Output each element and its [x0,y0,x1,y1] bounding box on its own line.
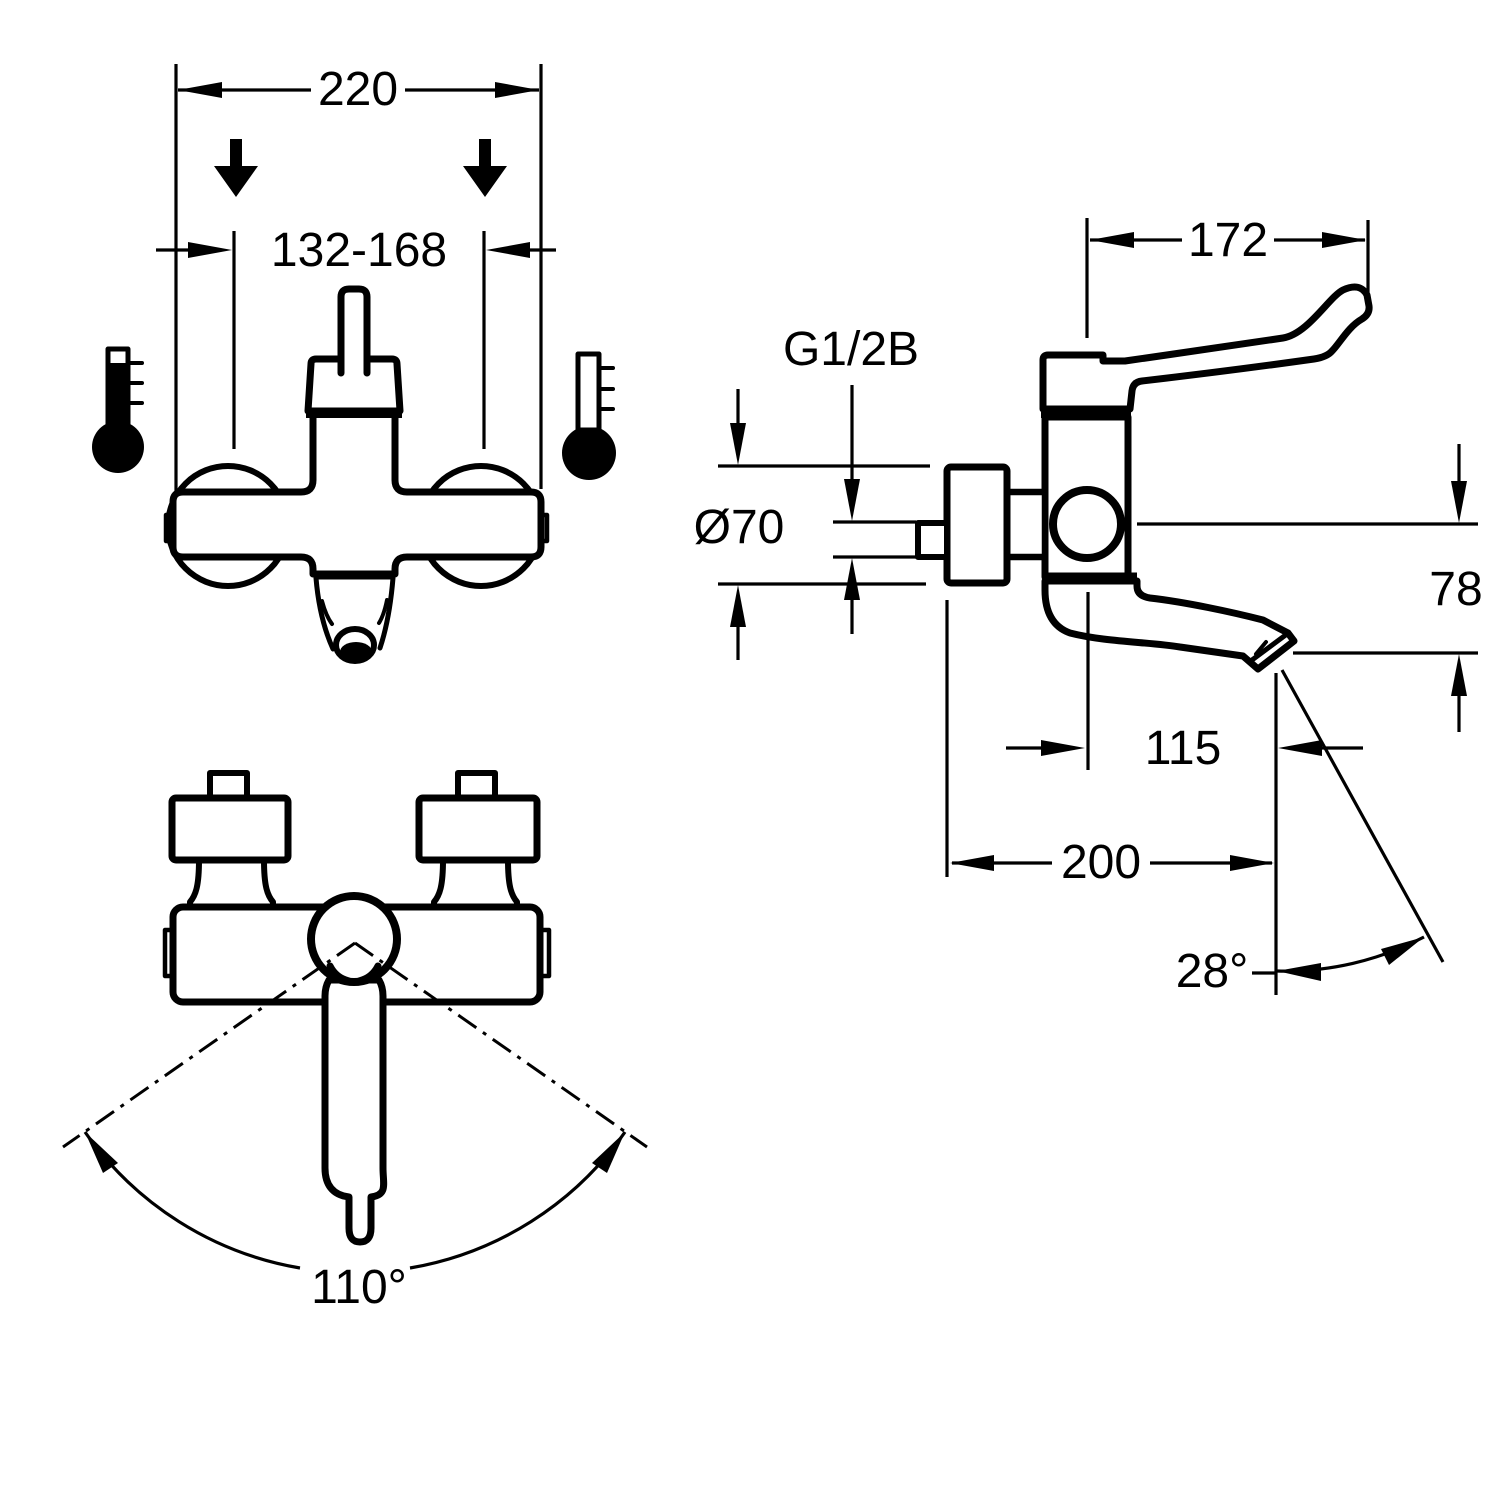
arrowhead-down-icon [730,423,746,465]
arrowhead-right-icon [1322,232,1366,248]
dimension-lever-depth: 172 [1085,214,1370,338]
thread-label-g12b: G1/2B [783,323,919,376]
dimension-outlet-projection: 115 [1006,722,1363,775]
aerator-face [340,642,372,662]
thread-nipple [915,520,950,560]
angle-leg-diagonal [1280,669,1445,963]
lever-stem-front [337,285,371,377]
faucet-side-body [915,283,1373,673]
spout-top [321,976,388,1246]
arrowhead-right-icon [1041,740,1085,756]
spout-root-arc-right [355,962,382,985]
dim-label-outlet-height-78: 78 [1429,563,1482,616]
dim-label-flange-diameter: Ø70 [694,501,785,554]
swivel-joint-side [1049,486,1125,562]
arrowhead-down-icon [844,479,860,521]
front-view: 220 132-168 [92,63,616,664]
side-view: 172 G1/2B Ø70 [694,214,1483,998]
aerator-face-side [1249,631,1290,663]
swivel-leg-right [354,941,648,1149]
swivel-leg-left [62,941,356,1149]
dimension-flange-diameter: Ø70 [694,389,930,660]
arrowhead-right-icon [188,242,232,258]
inlet-block-right [415,794,541,864]
arrowhead-right-icon [1381,937,1424,965]
inlet-block-left [168,794,292,864]
dimension-outlet-height: 78 [1429,444,1483,732]
arrowhead-up-left-icon [85,1132,118,1173]
wall-flange [943,463,1011,587]
dim-label-inlet-spacing: 132-168 [271,224,447,277]
thermometer-cold-icon [562,351,616,480]
spout-cone-left [313,575,336,652]
dimension-total-depth: 200 [950,836,1274,889]
arrowhead-left-icon [178,82,222,98]
dimension-outlet-angle: 28° [1176,669,1445,998]
dim-label-outlet-angle-28: 28° [1176,945,1249,998]
dimension-inlet-spacing: 132-168 [156,224,556,277]
cap-ring-band [306,409,402,418]
down-arrow-icon [479,139,491,168]
arrowhead-down-icon [1451,481,1467,523]
arrowhead-left-icon [950,855,994,871]
swivel-joint-top [307,892,401,986]
faucet-top-body [162,770,552,1246]
dim-label-outlet-projection-115: 115 [1145,722,1222,775]
arrowhead-up-icon [730,585,746,627]
arrowhead-left-icon [1277,963,1321,981]
arrowhead-left-icon [1278,740,1322,756]
arrowhead-right-icon [1230,855,1274,871]
arrowhead-left-icon [486,242,530,258]
dim-label-swivel-angle-110: 110° [311,1261,407,1314]
inlet-neck-left [187,857,276,910]
wall-connector [1003,488,1049,561]
swivel-arc-right [409,1131,627,1270]
supply-arrow-left [214,139,258,197]
cap-ring-band-side [1041,408,1131,418]
dimension-width-220: 220 [178,63,539,116]
dim-label-depth-200: 200 [1061,836,1141,889]
dim-label-lever-depth: 172 [1188,214,1268,267]
spout-cone-right [377,575,396,651]
dimension-thread: G1/2B [783,323,919,634]
spout-root-arc-left [326,962,353,985]
dim-label-width-220: 220 [318,63,398,116]
faucet-front-body [163,285,550,664]
swivel-arc-left [83,1131,301,1270]
spout-side [1041,577,1298,673]
arrowhead-up-right-icon [592,1132,625,1173]
arrowhead-up-icon [844,558,860,600]
mixer-body-front [169,407,545,578]
cartridge-cap-front [304,355,404,415]
arrowhead-up-icon [1451,654,1467,696]
mixer-lever [1039,283,1373,413]
top-view: 110° [62,770,648,1314]
thermometer-hot-icon [92,346,144,473]
inlet-neck-right [431,857,520,910]
down-arrow-icon [230,139,242,168]
arrowhead-right-icon [495,82,539,98]
dimension-swivel-angle: 110° [62,941,648,1314]
arrowhead-left-icon [1090,232,1134,248]
supply-arrow-right [463,139,507,197]
